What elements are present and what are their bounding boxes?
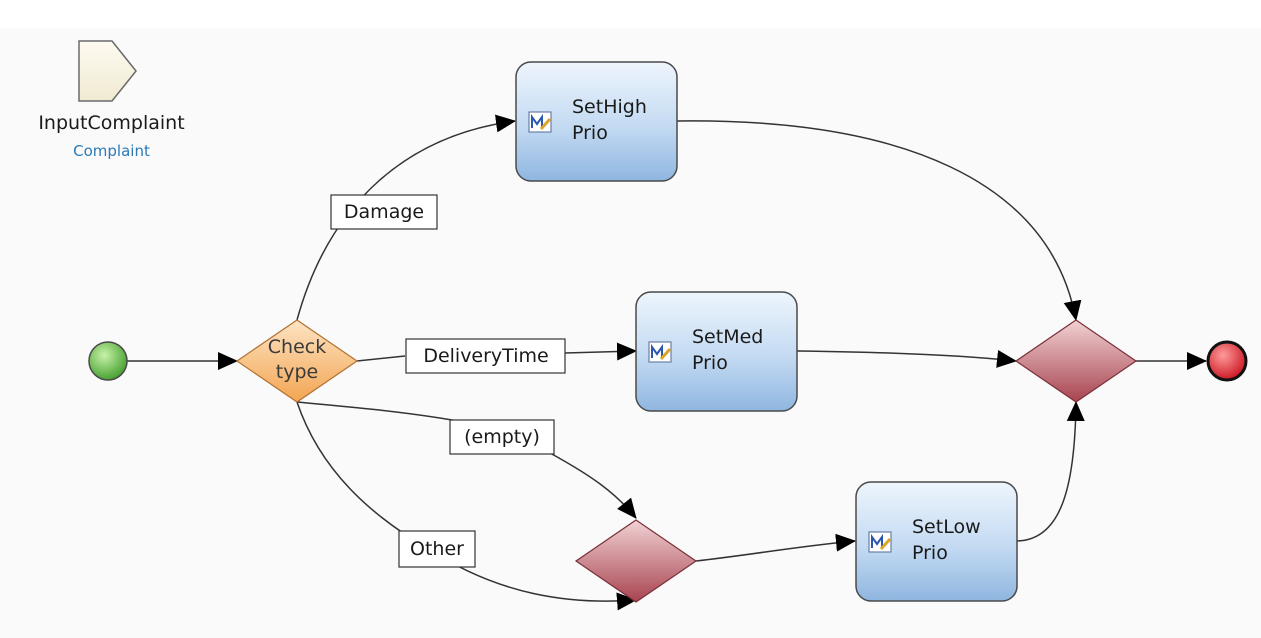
edge-empty[interactable]: [296, 401, 637, 519]
activity-set-low-line2: Prio: [912, 542, 948, 564]
microflow-action-icon: [528, 111, 552, 133]
edge-label-other[interactable]: Other: [398, 530, 476, 568]
edge-low-to-merge[interactable]: [1016, 401, 1085, 542]
edge-label-damage[interactable]: Damage: [330, 194, 438, 230]
edge-label-delivery-time[interactable]: DeliveryTime: [405, 338, 566, 374]
start-event[interactable]: [88, 341, 128, 381]
merge-main[interactable]: [1014, 319, 1138, 403]
merge-low[interactable]: [574, 519, 698, 603]
microflow-action-icon: [648, 341, 672, 363]
edge-delivery-time[interactable]: [356, 351, 636, 361]
edge-label-other-text: Other: [410, 538, 464, 560]
edge-label-empty-text: (empty): [464, 426, 540, 448]
parameter-type: Complaint: [73, 142, 150, 160]
activity-set-med-line2: Prio: [692, 352, 728, 374]
decision-label-line2: type: [276, 361, 318, 383]
edge-merge-to-low[interactable]: [695, 533, 856, 562]
edge-label-delivery-time-text: DeliveryTime: [423, 345, 548, 367]
activity-set-med-prio[interactable]: SetMed Prio: [635, 291, 798, 412]
activity-set-high-line1: SetHigh: [572, 96, 647, 118]
microflow-action-icon: [868, 531, 892, 553]
edge-high-to-merge[interactable]: [676, 120, 1082, 321]
edge-label-damage-text: Damage: [344, 201, 424, 223]
activity-set-high-prio[interactable]: SetHigh Prio: [515, 61, 678, 182]
activity-set-high-line2: Prio: [572, 122, 608, 144]
edge-damage[interactable]: [296, 114, 516, 321]
edge-label-empty[interactable]: (empty): [449, 419, 555, 455]
edge-med-to-merge[interactable]: [796, 350, 1017, 368]
decision-check-type[interactable]: [235, 319, 359, 403]
end-event[interactable]: [1206, 340, 1248, 382]
parameter-icon[interactable]: [78, 40, 137, 102]
decision-label-line1: Check: [268, 336, 326, 358]
activity-set-low-line1: SetLow: [912, 516, 981, 538]
activity-set-low-prio[interactable]: SetLow Prio: [855, 481, 1018, 602]
parameter-name: InputComplaint: [38, 112, 185, 134]
activity-set-med-line1: SetMed: [692, 326, 763, 348]
